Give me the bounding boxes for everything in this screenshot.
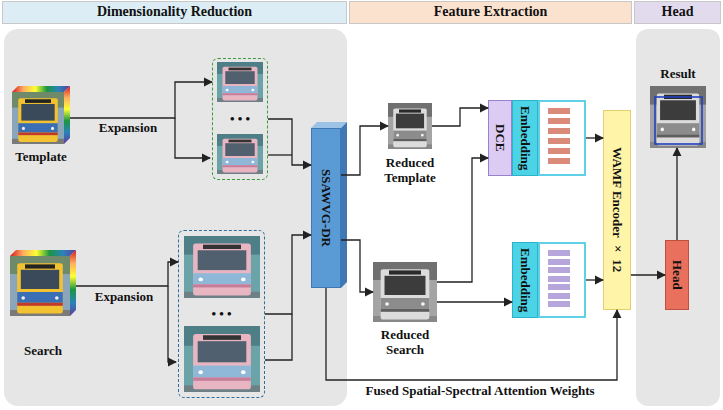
- node-label: Head: [662, 4, 694, 20]
- connector-label: Expansion: [90, 121, 166, 136]
- flow-arrow: [70, 82, 212, 118]
- spectral-face: [12, 86, 70, 92]
- flow-arrow: [586, 137, 603, 138]
- image-node: Template: [12, 86, 70, 144]
- search-image: [10, 256, 70, 316]
- encoder-block: WAMF Encoder × 12: [603, 110, 631, 310]
- flow-arrow: [341, 240, 373, 292]
- caption-holder: Reduced Template: [370, 156, 450, 186]
- image-caption: Result: [643, 67, 713, 82]
- token-bar: [548, 267, 570, 273]
- module-block: SSAWVG-DR: [311, 128, 341, 288]
- image-group: • • •: [212, 58, 268, 180]
- head-block: Head: [665, 240, 689, 310]
- token-bar: [548, 108, 570, 114]
- merge-branch: [268, 154, 292, 155]
- token-column: [538, 100, 586, 176]
- node-label: SSAWVG-DR: [319, 169, 334, 247]
- image-caption: Search: [0, 344, 88, 359]
- image-node: Search: [10, 250, 76, 316]
- token-bar: [548, 284, 570, 290]
- flow-arrow: [586, 279, 603, 280]
- embedding-bar: Embedding: [512, 242, 538, 318]
- node-label: Dimensionality Reduction: [97, 4, 252, 20]
- node-label: Embedding: [518, 248, 533, 312]
- expanded-image: [217, 62, 263, 102]
- section-header: Dimensionality Reduction: [2, 1, 347, 24]
- section-header: Feature Extraction: [349, 1, 632, 24]
- reduced-image: [388, 103, 432, 149]
- module-block: DCE: [488, 100, 512, 176]
- node-label: • • •: [211, 307, 231, 322]
- token-bar: [548, 158, 570, 164]
- flow-arrow: [341, 126, 388, 175]
- caption-holder: Template: [0, 150, 86, 165]
- flow-arrow: [437, 158, 488, 282]
- connector-label: Fused Spatial-Spectral Attention Weights: [330, 384, 630, 399]
- section-header: Head: [634, 1, 721, 24]
- spectral-face: [70, 250, 76, 316]
- embedding-bar: Embedding: [512, 100, 538, 176]
- embedding-block: Embedding: [512, 242, 586, 318]
- image-node: Reduced Template: [388, 103, 432, 149]
- result-image: [650, 86, 706, 148]
- expanded-image: [217, 134, 263, 174]
- flow-arrow: [631, 274, 665, 275]
- split-branch: [168, 286, 176, 362]
- token-bar: [548, 276, 570, 282]
- merge-branch: [265, 314, 292, 360]
- image-node: Reduced Search: [373, 262, 437, 322]
- flow-arrow: [268, 119, 311, 165]
- caption-holder: Reduced Search: [365, 328, 445, 358]
- image-group: • • •: [178, 230, 265, 398]
- image-caption: Reduced Search: [365, 328, 445, 358]
- token-bar: [548, 118, 570, 124]
- node-label: Embedding: [518, 106, 533, 170]
- token-bar: [548, 293, 570, 299]
- expanded-image: [184, 326, 260, 392]
- token-bar: [548, 128, 570, 134]
- flow-arrow: [437, 301, 512, 302]
- section-panel: [636, 29, 720, 406]
- caption-holder: Search: [0, 344, 88, 359]
- image-caption: Template: [0, 150, 86, 165]
- flow-arrow: [76, 262, 178, 286]
- token-column: [538, 242, 586, 318]
- template-image: [12, 92, 64, 144]
- token-bar: [548, 138, 570, 144]
- flow-arrow: [265, 235, 311, 314]
- node-label: WAMF Encoder × 12: [610, 147, 625, 272]
- flow-arrow: [326, 288, 617, 380]
- node-label: • • •: [230, 112, 250, 127]
- token-bar: [548, 148, 570, 154]
- reduced-image: [373, 262, 437, 322]
- bounding-box: [655, 97, 702, 144]
- token-bar: [548, 259, 570, 265]
- connector-group: [70, 82, 677, 380]
- flow-arrow: [432, 108, 488, 126]
- image-caption: Reduced Template: [370, 156, 450, 186]
- token-bar: [548, 301, 570, 307]
- node-label: DCE: [493, 124, 508, 151]
- expanded-image: [184, 236, 260, 298]
- node-label: Feature Extraction: [434, 4, 548, 20]
- node-label: Head: [670, 260, 685, 290]
- flow-arrow: [676, 148, 677, 240]
- block-side-face: [341, 122, 347, 288]
- split-branch: [175, 118, 210, 158]
- embedding-block: Embedding: [512, 100, 586, 176]
- caption-holder: Result: [643, 67, 713, 82]
- token-bar: [548, 250, 570, 256]
- spectral-face: [10, 250, 76, 256]
- spectral-face: [64, 86, 70, 144]
- connector-label: Expansion: [86, 290, 162, 305]
- image-node: Result: [650, 86, 706, 148]
